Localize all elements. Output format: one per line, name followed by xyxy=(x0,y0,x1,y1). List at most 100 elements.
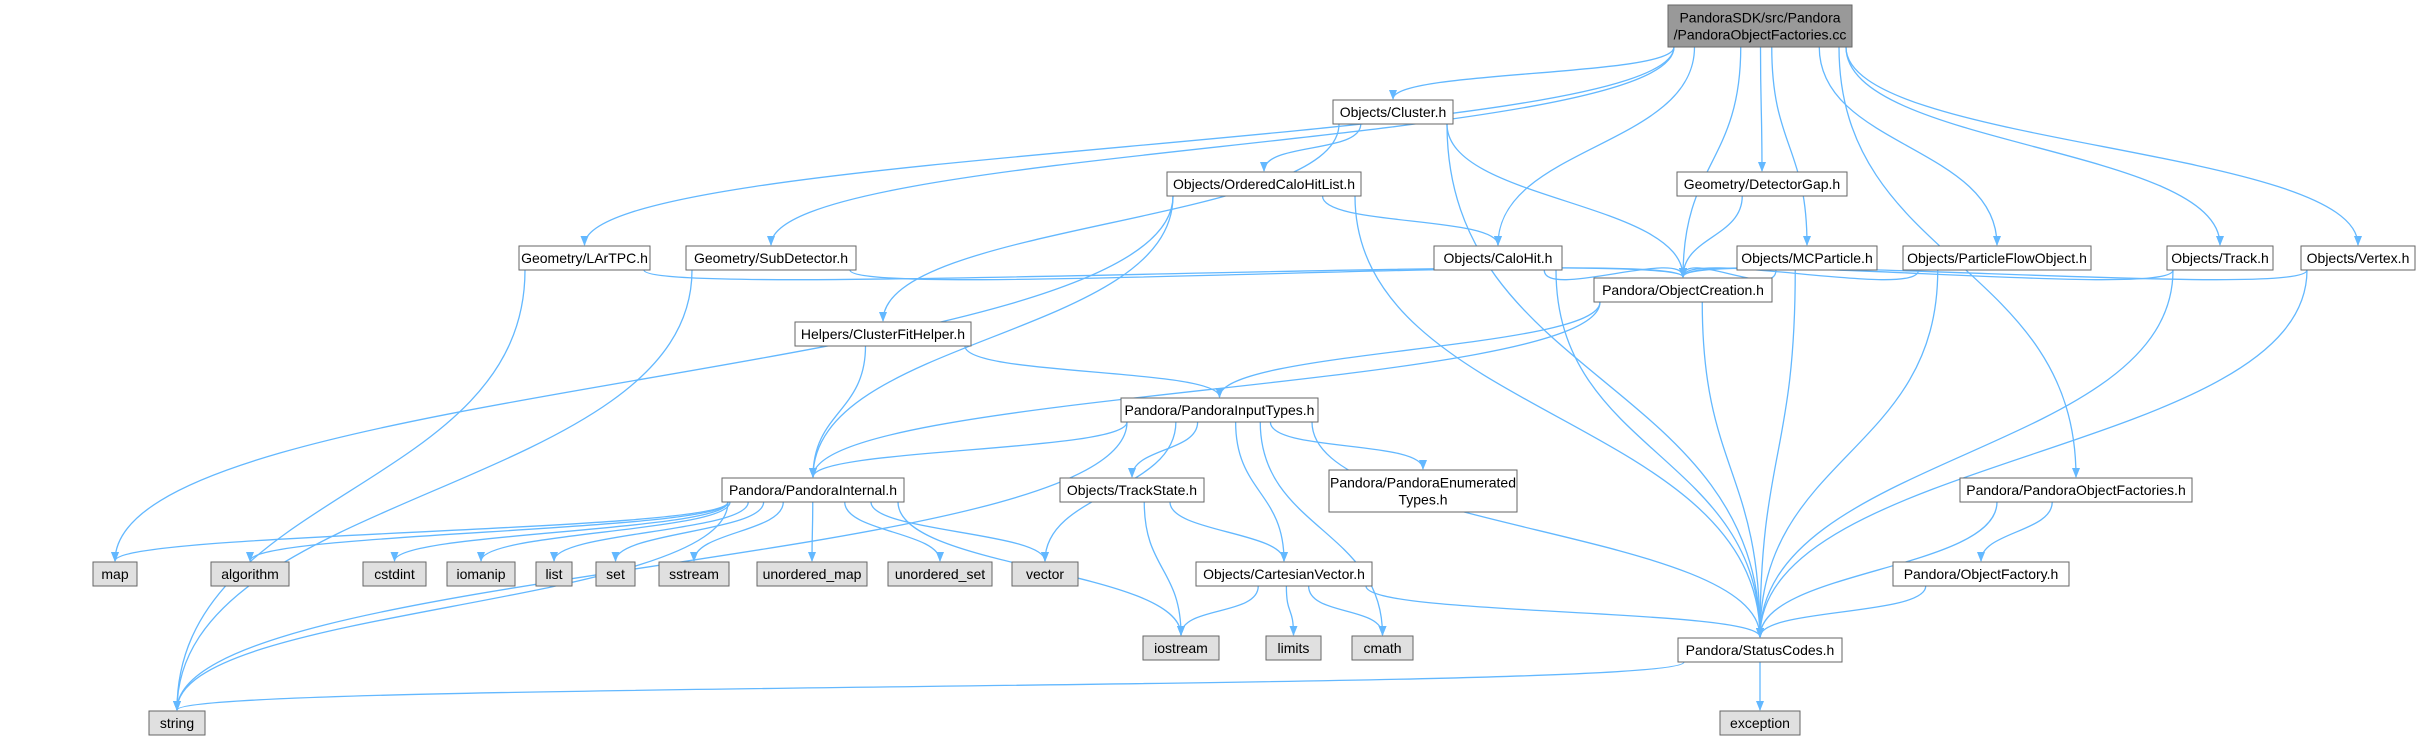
edge-cluster-to-clusterfit xyxy=(879,123,1340,322)
node-box xyxy=(1166,171,1362,197)
node-calohit[interactable]: Objects/CaloHit.h xyxy=(1433,245,1563,271)
node-box xyxy=(1902,245,2092,271)
node-vector: vector xyxy=(1011,561,1079,587)
edge-root-to-subdet xyxy=(767,46,1675,246)
node-cluster[interactable]: Objects/Cluster.h xyxy=(1332,99,1454,125)
edge-lartpc-to-string xyxy=(173,269,526,711)
node-label: /PandoraObjectFactories.cc xyxy=(1674,27,1847,43)
node-layer: PandoraSDK/src/Pandora/PandoraObjectFact… xyxy=(92,4,2416,736)
node-label: list xyxy=(545,566,562,582)
node-algorithm: algorithm xyxy=(210,561,290,587)
edge-layer xyxy=(111,46,2362,711)
edge-objfactories-to-statuscodes xyxy=(1756,501,1998,638)
node-objfactories[interactable]: Pandora/PandoraObjectFactories.h xyxy=(1959,477,2193,503)
node-label: Objects/ParticleFlowObject.h xyxy=(1907,250,2087,266)
node-box xyxy=(1677,637,1843,663)
edge-root-to-cluster xyxy=(1389,46,1675,100)
edge-clusterfit-to-internal xyxy=(809,345,867,478)
node-label: Pandora/PandoraEnumerated xyxy=(1330,475,1516,491)
node-objcreation[interactable]: Pandora/ObjectCreation.h xyxy=(1593,277,1773,303)
node-box xyxy=(887,561,993,587)
edge-objcreation-to-inputtypes xyxy=(1215,301,1601,398)
node-cmath: cmath xyxy=(1351,635,1414,661)
node-cartesian[interactable]: Objects/CartesianVector.h xyxy=(1195,561,1373,587)
node-box xyxy=(1676,171,1848,197)
node-label: Pandora/ObjectFactory.h xyxy=(1904,566,2059,582)
node-box xyxy=(794,321,972,347)
node-label: exception xyxy=(1730,715,1790,731)
edge-trackstate-to-iostream xyxy=(1143,501,1185,636)
node-label: unordered_set xyxy=(895,566,985,582)
node-statuscodes[interactable]: Pandora/StatusCodes.h xyxy=(1677,637,1843,663)
edge-root-to-detgap xyxy=(1757,46,1766,172)
node-label: Objects/MCParticle.h xyxy=(1741,250,1872,266)
edge-track-to-statuscodes xyxy=(1756,269,2174,638)
node-mcp[interactable]: Objects/MCParticle.h xyxy=(1736,245,1878,271)
node-label: Objects/OrderedCaloHitList.h xyxy=(1173,176,1355,192)
edge-root-to-vertex xyxy=(1845,46,2362,246)
node-label: cstdint xyxy=(374,566,415,582)
node-cstdint: cstdint xyxy=(362,561,427,587)
node-clusterfit[interactable]: Helpers/ClusterFitHelper.h xyxy=(794,321,972,347)
edge-cartesian-to-limits xyxy=(1285,585,1298,636)
edge-inputtypes-to-cmath xyxy=(1259,421,1387,636)
node-box xyxy=(1059,477,1205,503)
node-detgap[interactable]: Geometry/DetectorGap.h xyxy=(1676,171,1848,197)
edge-calohit-to-statuscodes xyxy=(1555,269,1764,638)
node-inputtypes[interactable]: Pandora/PandoraInputTypes.h xyxy=(1120,397,1319,423)
node-pfo[interactable]: Objects/ParticleFlowObject.h xyxy=(1902,245,2092,271)
node-box xyxy=(1351,635,1414,661)
edge-inputtypes-to-enumerated xyxy=(1269,421,1427,470)
node-label: Objects/CaloHit.h xyxy=(1444,250,1553,266)
node-label: Helpers/ClusterFitHelper.h xyxy=(801,326,965,342)
node-subdet[interactable]: Geometry/SubDetector.h xyxy=(685,245,857,271)
node-set: set xyxy=(595,561,636,587)
node-sstream: sstream xyxy=(658,561,730,587)
node-label: algorithm xyxy=(221,566,279,582)
node-box xyxy=(1142,635,1220,661)
edge-cluster-to-statuscodes xyxy=(1446,123,1764,638)
node-box xyxy=(721,477,905,503)
node-box xyxy=(1328,469,1518,513)
node-iostream: iostream xyxy=(1142,635,1220,661)
node-objfactory[interactable]: Pandora/ObjectFactory.h xyxy=(1892,561,2070,587)
node-box xyxy=(1265,635,1322,661)
node-box xyxy=(1736,245,1878,271)
node-trackstate[interactable]: Objects/TrackState.h xyxy=(1059,477,1205,503)
node-label: Objects/CartesianVector.h xyxy=(1203,566,1365,582)
node-label: sstream xyxy=(669,566,719,582)
edge-objfactories-to-objfactory xyxy=(1977,501,2053,562)
edge-inputtypes-to-cartesian xyxy=(1234,421,1288,562)
node-box xyxy=(1011,561,1079,587)
node-unordered_set: unordered_set xyxy=(887,561,993,587)
edge-root-to-lartpc xyxy=(580,46,1675,246)
edge-internal-to-string xyxy=(173,501,729,711)
node-limits: limits xyxy=(1265,635,1322,661)
edge-detgap-to-objcreation xyxy=(1679,195,1743,278)
edge-cluster-to-ordered xyxy=(1260,123,1362,172)
node-box xyxy=(210,561,290,587)
node-box xyxy=(1195,561,1373,587)
edge-mcp-to-statuscodes xyxy=(1756,269,1796,638)
node-label: PandoraSDK/src/Pandora xyxy=(1679,10,1840,26)
node-box xyxy=(1332,99,1454,125)
edge-internal-to-set xyxy=(611,501,765,562)
node-root[interactable]: PandoraSDK/src/Pandora/PandoraObjectFact… xyxy=(1667,4,1853,48)
node-vertex[interactable]: Objects/Vertex.h xyxy=(2300,245,2416,271)
node-box xyxy=(446,561,516,587)
edge-calohit-to-objcreation xyxy=(1543,267,1687,281)
edge-internal-to-sstream xyxy=(690,501,784,562)
node-track[interactable]: Objects/Track.h xyxy=(2166,245,2274,271)
edge-statuscodes-to-string xyxy=(173,661,1685,711)
edge-cluster-to-objcreation xyxy=(1446,123,1687,278)
node-box xyxy=(1120,397,1319,423)
edge-internal-to-algorithm xyxy=(246,501,729,562)
node-label: Types.h xyxy=(1398,492,1447,508)
node-label: Pandora/ObjectCreation.h xyxy=(1602,282,1764,298)
node-ordered[interactable]: Objects/OrderedCaloHitList.h xyxy=(1166,171,1362,197)
node-internal[interactable]: Pandora/PandoraInternal.h xyxy=(721,477,905,503)
node-lartpc[interactable]: Geometry/LArTPC.h xyxy=(518,245,651,271)
node-box xyxy=(518,245,651,271)
edge-subdet-to-objcreation xyxy=(849,267,1687,281)
